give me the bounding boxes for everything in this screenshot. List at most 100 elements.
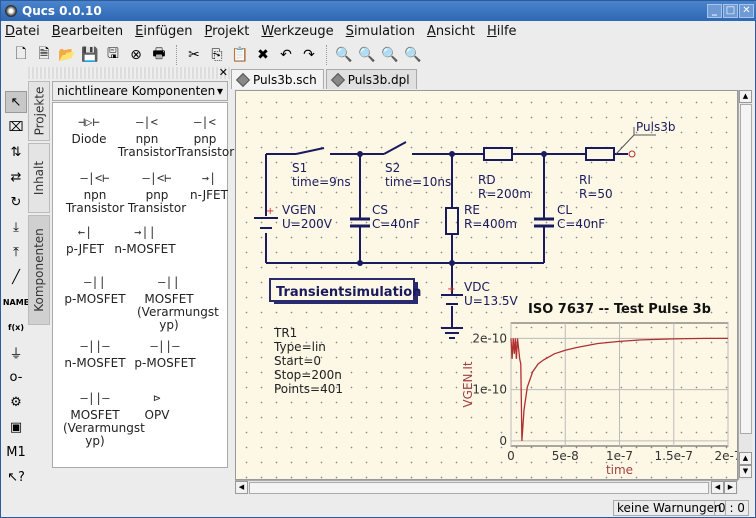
scroll-left-icon[interactable]: ◀: [235, 481, 248, 494]
component-item[interactable]: ⊣▷⊢Diode: [57, 111, 121, 146]
copy-icon[interactable]: ⎘: [211, 47, 223, 63]
mirror-y-icon[interactable]: ⇄: [10, 169, 22, 185]
y-axis-label: VGEN.It: [461, 361, 475, 407]
component-symbol-icon: –|<: [136, 114, 158, 129]
sim-box[interactable]: [269, 278, 415, 302]
horizontal-scrollbar[interactable]: ◀ ◀ ▶: [235, 480, 738, 494]
schematic-canvas[interactable]: + + S1 time=9ns S2 time=10ns VGEN U=200V…: [235, 90, 738, 480]
menu-einfügen[interactable]: Einfügen: [135, 23, 193, 39]
new-file-icon[interactable]: 🗋: [15, 46, 27, 62]
close-file-icon[interactable]: ⊗: [130, 47, 142, 63]
ri-name: RI: [579, 173, 591, 187]
scroll-left-small-icon[interactable]: ◀: [711, 481, 724, 494]
component-item[interactable]: –||–MOSFET (Verarmungst yp): [63, 387, 145, 448]
component-label: OPV: [144, 408, 170, 422]
component-label: n-MOSFET: [114, 242, 176, 256]
view-data-icon[interactable]: ▣: [9, 419, 23, 435]
equation-icon[interactable]: f(x): [8, 322, 24, 332]
tab-komponenten[interactable]: Komponenten: [28, 215, 50, 325]
window-title: Qucs 0.0.10: [22, 4, 102, 18]
vdc-source-symbol: [441, 294, 463, 305]
menu-hilfe[interactable]: Hilfe: [486, 23, 517, 39]
open-folder-icon[interactable]: 📂: [58, 47, 76, 63]
new-text-icon[interactable]: 🗎: [38, 46, 50, 62]
component-item[interactable]: ⊳OPV: [125, 387, 189, 422]
menu-ansicht[interactable]: Ansicht: [426, 23, 475, 39]
dock-close-icon[interactable]: ✕: [218, 66, 228, 79]
menu-bearbeiten[interactable]: Bearbeiten: [51, 23, 124, 39]
component-item[interactable]: –||MOSFET (Verarmungst yp): [137, 271, 219, 332]
edit-component-icon[interactable]: ⌧: [8, 119, 24, 135]
scroll-up-icon[interactable]: ▲: [739, 90, 752, 103]
component-item[interactable]: –|<pnp Transistor: [173, 111, 237, 159]
redo-icon[interactable]: ↷: [303, 47, 315, 63]
activate-icon[interactable]: ⤓: [13, 219, 19, 235]
y-tick-label: 1e-10: [472, 383, 507, 397]
scroll-right-icon[interactable]: ▶: [724, 481, 737, 494]
select-pointer-icon[interactable]: ↖: [5, 91, 27, 113]
schematic-drawing: + + S1 time=9ns S2 time=10ns VGEN U=200V…: [254, 120, 738, 477]
delete-icon[interactable]: ✖: [257, 47, 269, 63]
component-item[interactable]: →|n-JFET: [177, 167, 241, 202]
simulate-icon[interactable]: ⚙: [10, 394, 22, 410]
component-item[interactable]: ←|p-JFET: [53, 221, 117, 256]
minimize-button[interactable]: _: [707, 4, 722, 18]
title-bar: Qucs 0.0.10 _ □ ✕: [1, 1, 756, 21]
tab-puls3b-sch[interactable]: Puls3b.sch: [231, 69, 324, 89]
paste-icon[interactable]: 📋: [231, 47, 249, 63]
wire-icon[interactable]: ╱: [12, 269, 20, 285]
cut-icon[interactable]: ✂: [188, 47, 200, 63]
horizontal-scroll-thumb[interactable]: [249, 482, 709, 494]
menu-datei[interactable]: Datei: [5, 23, 40, 39]
marker-icon[interactable]: M1: [6, 444, 26, 460]
maximize-button[interactable]: □: [723, 4, 738, 18]
wire-label-icon[interactable]: NAME: [2, 297, 30, 307]
zoom-out-icon[interactable]: 🔍: [404, 47, 422, 63]
scroll-down-icon[interactable]: ▼: [739, 465, 752, 478]
svg-text:+: +: [447, 284, 455, 295]
component-symbol-icon: –|<⊢: [142, 170, 172, 185]
component-label: p-MOSFET: [134, 356, 196, 370]
zoom-in-icon[interactable]: 🔍: [381, 47, 399, 63]
dock-header[interactable]: ✕: [28, 67, 230, 79]
tab-inhalt-label: Inhalt: [32, 160, 46, 196]
component-category-select[interactable]: nichtlineare Komponenten ▾: [52, 81, 228, 101]
resistor-ri: [585, 147, 615, 161]
save-icon[interactable]: 💾: [81, 47, 99, 63]
re-name: RE: [464, 203, 480, 217]
component-item[interactable]: –||–n-MOSFET: [63, 335, 127, 370]
undo-icon[interactable]: ↶: [280, 47, 292, 63]
menu-simulation[interactable]: Simulation: [345, 23, 415, 39]
series-line: [510, 337, 728, 441]
vertical-scrollbar[interactable]: ▲ ▲ ▼: [738, 90, 752, 480]
component-item[interactable]: –||–p-MOSFET: [133, 335, 197, 370]
mirror-x-icon[interactable]: ⇅: [10, 144, 22, 160]
component-label: n-MOSFET: [64, 356, 126, 370]
ground-icon[interactable]: ⏚: [9, 346, 23, 362]
zoom-1-1-icon[interactable]: 🔍: [358, 47, 376, 63]
qucs-app-icon: [5, 5, 17, 17]
s2-prop: time=10ns: [385, 175, 451, 189]
menu-projekt[interactable]: Projekt: [204, 23, 250, 39]
menu-werkzeuge[interactable]: Werkzeuge: [261, 23, 334, 39]
tab-projekte[interactable]: Projekte: [28, 81, 50, 141]
port-icon[interactable]: o-: [9, 369, 23, 385]
tab-inhalt[interactable]: Inhalt: [28, 143, 50, 213]
print-icon[interactable]: 🖶: [152, 46, 166, 62]
component-item[interactable]: –|<⊢npn Transistor: [63, 167, 127, 215]
component-item[interactable]: →||n-MOSFET: [113, 221, 177, 256]
sim-prop: Stop=200n: [274, 368, 342, 382]
component-item[interactable]: –|<npn Transistor: [115, 111, 179, 159]
tab-puls3b-dpl[interactable]: Puls3b.dpl: [325, 69, 417, 89]
component-item[interactable]: –||p-MOSFET: [63, 271, 127, 306]
rotate-icon[interactable]: ↻: [10, 194, 22, 210]
component-item[interactable]: –|<⊢pnp Transistor: [125, 167, 189, 215]
vertical-scroll-thumb[interactable]: [740, 104, 752, 434]
zoom-fit-icon[interactable]: 🔍: [335, 47, 353, 63]
save-all-icon[interactable]: 🖫: [107, 46, 119, 62]
whats-this-icon[interactable]: ↖?: [7, 469, 25, 485]
scroll-up-small-icon[interactable]: ▲: [739, 452, 752, 465]
go-up-icon[interactable]: ⤒: [13, 244, 19, 260]
close-button[interactable]: ✕: [739, 4, 754, 18]
